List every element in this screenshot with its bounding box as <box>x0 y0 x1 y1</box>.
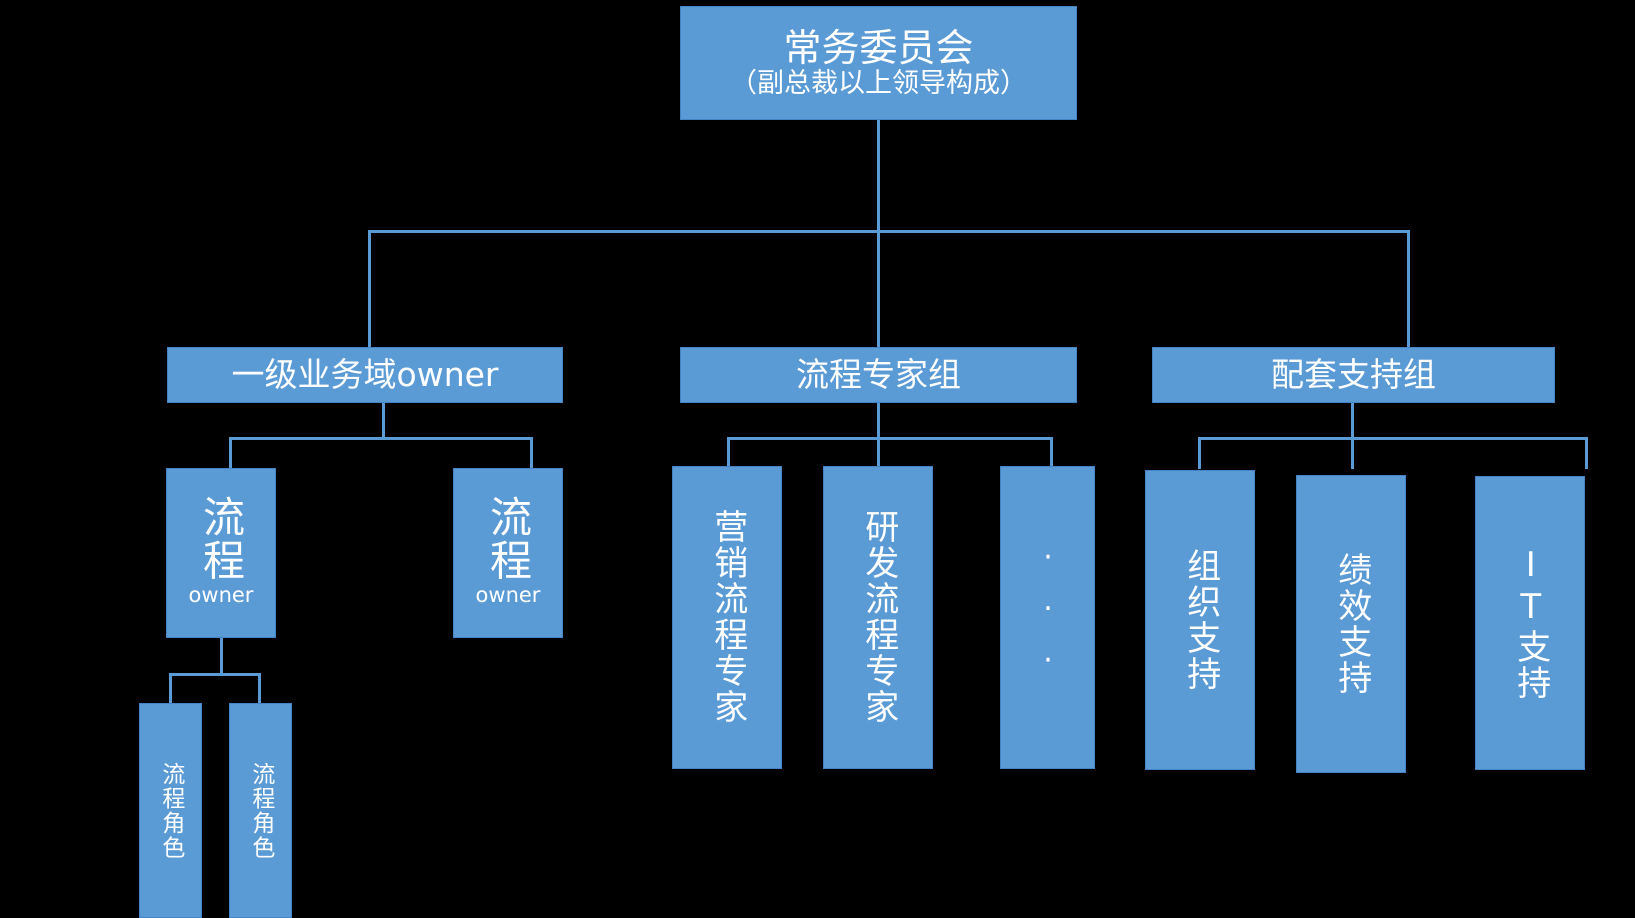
node-sublabel: owner <box>475 582 541 607</box>
node-label: 流程 <box>483 494 533 582</box>
node-label: 绩效支持 <box>1331 551 1372 697</box>
node-subtitle: （副总裁以上领导构成） <box>730 68 1027 100</box>
node-label: 流程 <box>196 494 246 582</box>
connector-g1-drop-2 <box>530 437 533 470</box>
connector-g2-drop-2 <box>877 437 880 469</box>
connector-level2-bar <box>368 230 1410 233</box>
node-business-domain-owner[interactable]: 一级业务域owner <box>167 347 563 403</box>
connector-g2-bar <box>727 437 1053 440</box>
node-process-owner-2[interactable]: 流程 owner <box>453 468 563 638</box>
node-process-expert-more[interactable]: ··· <box>1000 466 1095 769</box>
connector-g3-drop-3 <box>1585 437 1588 469</box>
connector-g3-bar <box>1198 437 1588 440</box>
node-label: 流程角色 <box>157 761 184 860</box>
connector-g3-drop-1 <box>1198 437 1201 469</box>
connector-g2-drop-1 <box>727 437 730 469</box>
node-rd-process-expert[interactable]: 研发流程专家 <box>823 466 933 769</box>
node-process-role-2[interactable]: 流程角色 <box>229 703 292 918</box>
node-process-role-1[interactable]: 流程角色 <box>139 703 202 918</box>
node-label: 流程专家组 <box>796 354 961 394</box>
node-label: 一级业务域owner <box>231 354 499 394</box>
connector-g3-stem <box>1351 403 1354 440</box>
node-standing-committee[interactable]: 常务委员会 （副总裁以上领导构成） <box>680 6 1077 120</box>
connector-g1c-drop-1 <box>169 673 172 705</box>
connector-g2-stem <box>877 403 880 440</box>
connector-g2-drop-3 <box>1050 437 1053 469</box>
node-org-support[interactable]: 组织支持 <box>1145 470 1255 770</box>
connector-root-stem <box>877 120 880 232</box>
connector-g1-drop-1 <box>229 437 232 470</box>
node-it-support[interactable]: IT支持 <box>1475 476 1585 770</box>
node-label: 组织支持 <box>1180 547 1221 693</box>
node-label: 配套支持组 <box>1271 354 1436 394</box>
connector-level2-drop-1 <box>368 230 371 347</box>
node-marketing-process-expert[interactable]: 营销流程专家 <box>672 466 782 769</box>
node-label: 研发流程专家 <box>858 509 899 726</box>
connector-level2-drop-2 <box>877 230 880 347</box>
connector-g1c-stem <box>220 638 223 675</box>
node-sublabel: owner <box>188 582 254 607</box>
connector-g1-stem <box>382 403 385 440</box>
ellipsis-icon: ··· <box>1030 540 1066 695</box>
connector-g3-drop-2 <box>1351 437 1354 469</box>
node-process-expert-group[interactable]: 流程专家组 <box>680 347 1077 403</box>
connector-g1-bar <box>229 437 533 440</box>
node-title: 常务委员会 <box>783 25 974 70</box>
connector-level2-drop-3 <box>1407 230 1410 347</box>
node-performance-support[interactable]: 绩效支持 <box>1296 475 1406 773</box>
connector-g1c-drop-2 <box>258 673 261 705</box>
node-label: IT支持 <box>1510 544 1551 702</box>
node-support-group[interactable]: 配套支持组 <box>1152 347 1555 403</box>
node-process-owner-1[interactable]: 流程 owner <box>166 468 276 638</box>
connector-g1c-bar <box>169 673 261 676</box>
node-label: 营销流程专家 <box>707 509 748 726</box>
node-label: 流程角色 <box>247 761 274 860</box>
